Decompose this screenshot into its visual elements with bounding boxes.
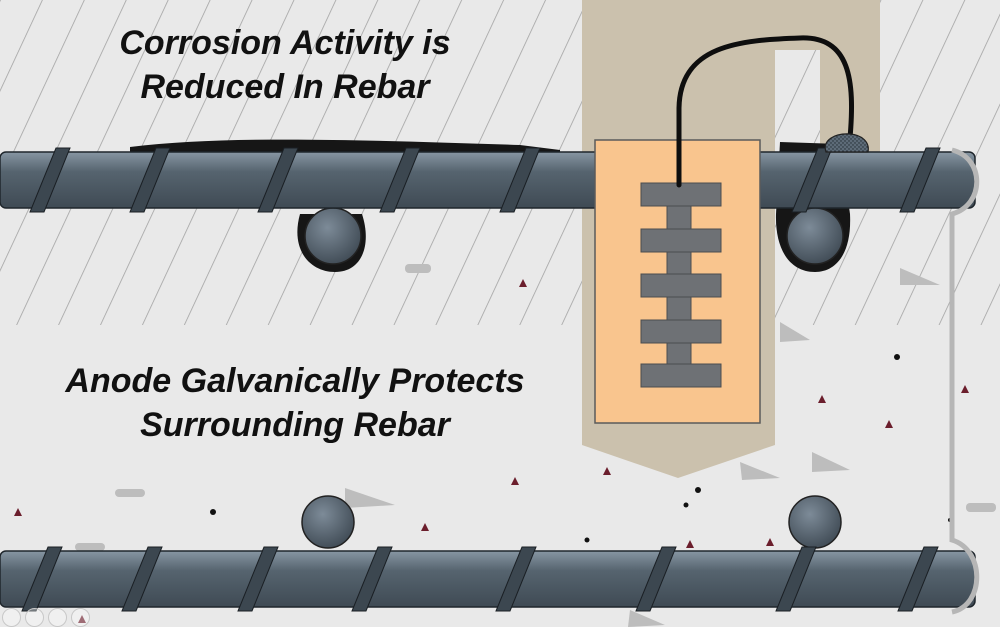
wire-connection-blob [824,133,869,153]
rebar-end-top-right [786,207,844,265]
rebar-bottom [0,546,976,612]
caption-bottom-line-2: Surrounding Rebar [140,405,450,444]
rebar-end-bottom-left [301,495,355,549]
caption-bottom-line-1: Anode Galvanically Protects [65,362,525,400]
slideshow-toolbar[interactable] [2,608,90,627]
rebar-top [0,147,976,213]
caption-top-line-1: Corrosion Activity is [119,24,451,62]
rebar-top-ribs [29,147,941,213]
rebar-end-bottom-right [788,495,842,549]
rebar-end-top-left [304,207,362,265]
concrete-red-specks [14,279,969,623]
zoom-icon[interactable] [25,608,44,627]
menu-icon[interactable] [71,608,90,627]
rebar-bottom-ribs [21,546,939,612]
anode-core [640,182,722,388]
pen-icon[interactable] [48,608,67,627]
rebar-cross-sections [301,207,844,549]
anode-tie-wire [676,35,854,188]
caption-top-line-2: Reduced In Rebar [140,67,430,106]
caption-anode-protects: Anode Galvanically Protects Surrounding … [10,360,580,447]
previous-slide-icon[interactable] [2,608,21,627]
tie-wire [949,147,980,615]
concrete-aggregate [75,264,996,627]
caption-corrosion-reduced: Corrosion Activity is Reduced In Rebar [70,22,500,109]
